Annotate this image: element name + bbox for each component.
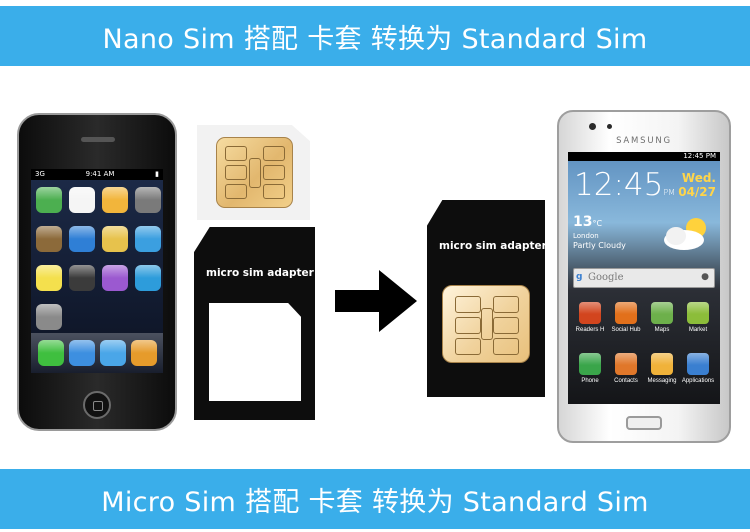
micro-sim-adapter-with-sim: micro sim adapter	[427, 200, 545, 397]
samsung-app: Readers H	[572, 302, 608, 333]
samsung-app-label: Readers H	[575, 327, 605, 333]
earpiece-speaker	[81, 137, 115, 142]
google-icon: g	[576, 272, 583, 282]
right-arrow-icon	[335, 270, 417, 332]
iphone-carrier: 3G	[35, 170, 45, 178]
iphone-dock-icon	[99, 340, 126, 366]
temperature: 13°C	[573, 214, 602, 230]
samsung-app-icon	[687, 353, 709, 375]
micro-sim-adapter-empty: micro sim adapter	[194, 227, 315, 420]
samsung-app-icon	[651, 353, 673, 375]
microphone-icon: ●	[701, 272, 709, 282]
samsung-app-label: Phone	[581, 378, 599, 384]
date-day: Wed.	[681, 171, 716, 185]
bottom-banner: Micro Sim 搭配 卡套 转换为 Standard Sim	[0, 469, 750, 529]
google-search-bar: g Google ●	[573, 268, 715, 288]
weather-city: London	[573, 232, 599, 240]
samsung-app-icon	[651, 302, 673, 324]
top-banner: Nano Sim 搭配 卡套 转换为 Standard Sim	[0, 6, 750, 66]
iphone-app-icon	[135, 226, 161, 252]
iphone-app-icon	[102, 265, 128, 291]
iphone-app-icon	[36, 265, 62, 291]
iphone-app-icon	[69, 265, 95, 291]
samsung-app: Phone	[572, 353, 608, 384]
samsung-app-label: Applications	[681, 378, 715, 384]
iphone-app-icon	[102, 226, 128, 252]
samsung-app-label: Social Hub	[611, 327, 641, 333]
adapter-slot	[209, 303, 301, 401]
iphone-app-icon	[69, 187, 95, 213]
samsung-app-label: Market	[688, 327, 708, 333]
samsung-app-icon	[615, 302, 637, 324]
iphone-dock	[31, 333, 163, 373]
battery-icon: ▮	[155, 170, 159, 178]
bottom-banner-text: Micro Sim 搭配 卡套 转换为 Standard Sim	[101, 486, 649, 518]
clock-suffix: PM	[663, 188, 676, 197]
front-camera	[589, 123, 596, 130]
iphone-home-button	[83, 391, 111, 419]
samsung-app-icon	[579, 302, 601, 324]
iphone-dock-icon	[68, 340, 95, 366]
samsung-brand: SAMSUNG	[616, 136, 672, 146]
cloud-sun-icon	[664, 218, 706, 250]
iphone-screen: 3G 9:41 AM ▮	[31, 169, 163, 373]
iphone-app-icon	[36, 304, 62, 330]
iphone-status-bar: 3G 9:41 AM ▮	[31, 169, 163, 180]
samsung-app-icon	[687, 302, 709, 324]
sim-chip-icon	[216, 137, 293, 208]
samsung-app-label: Contacts	[614, 378, 638, 384]
samsung-home-button	[626, 416, 662, 430]
iphone-app-icon	[36, 226, 62, 252]
date-widget: Wed. 04/27	[678, 171, 716, 199]
date-number: 04/27	[678, 185, 716, 199]
search-placeholder: Google	[588, 272, 624, 283]
samsung-app-label: Maps	[654, 327, 670, 333]
iphone-dock-icon	[130, 340, 157, 366]
samsung-app-icon	[579, 353, 601, 375]
iphone-image: 3G 9:41 AM ▮	[17, 113, 177, 431]
top-banner-text: Nano Sim 搭配 卡套 转换为 Standard Sim	[102, 23, 648, 55]
weather-condition: Partly Cloudy	[573, 241, 626, 250]
samsung-app-icon	[615, 353, 637, 375]
iphone-app-icon	[135, 187, 161, 213]
samsung-app: Social Hub	[608, 302, 644, 333]
samsung-phone-image: SAMSUNG 12:45 PM 12:45PM Wed. 04/27 13°C…	[557, 110, 731, 443]
iphone-app-icon	[69, 226, 95, 252]
sim-chip-icon	[442, 285, 530, 363]
adapter-label: micro sim adapter	[206, 267, 314, 279]
samsung-app: Maps	[644, 302, 680, 333]
clock-widget: 12:45PM	[574, 167, 675, 203]
iphone-app-icon	[135, 265, 161, 291]
samsung-app: Contacts	[608, 353, 644, 384]
samsung-status-time: 12:45 PM	[568, 152, 720, 161]
temperature-value: 13	[573, 214, 593, 230]
clock-time: 12:45	[574, 167, 664, 203]
iphone-app-icon	[36, 187, 62, 213]
sensor	[607, 124, 612, 129]
iphone-dock-icon	[37, 340, 64, 366]
weather-location: London Partly Cloudy	[573, 232, 626, 250]
samsung-app: Applications	[680, 353, 716, 384]
nano-sim-card	[197, 125, 310, 220]
iphone-app-icon	[102, 187, 128, 213]
samsung-app: Market	[680, 302, 716, 333]
samsung-app: Messaging	[644, 353, 680, 384]
iphone-time: 9:41 AM	[85, 170, 115, 178]
samsung-app-label: Messaging	[647, 378, 677, 384]
samsung-screen: 12:45 PM 12:45PM Wed. 04/27 13°C London …	[568, 152, 720, 404]
adapter-label: micro sim adapter	[439, 240, 545, 252]
temperature-unit: °C	[592, 219, 603, 228]
iphone-app-grid	[31, 180, 163, 330]
